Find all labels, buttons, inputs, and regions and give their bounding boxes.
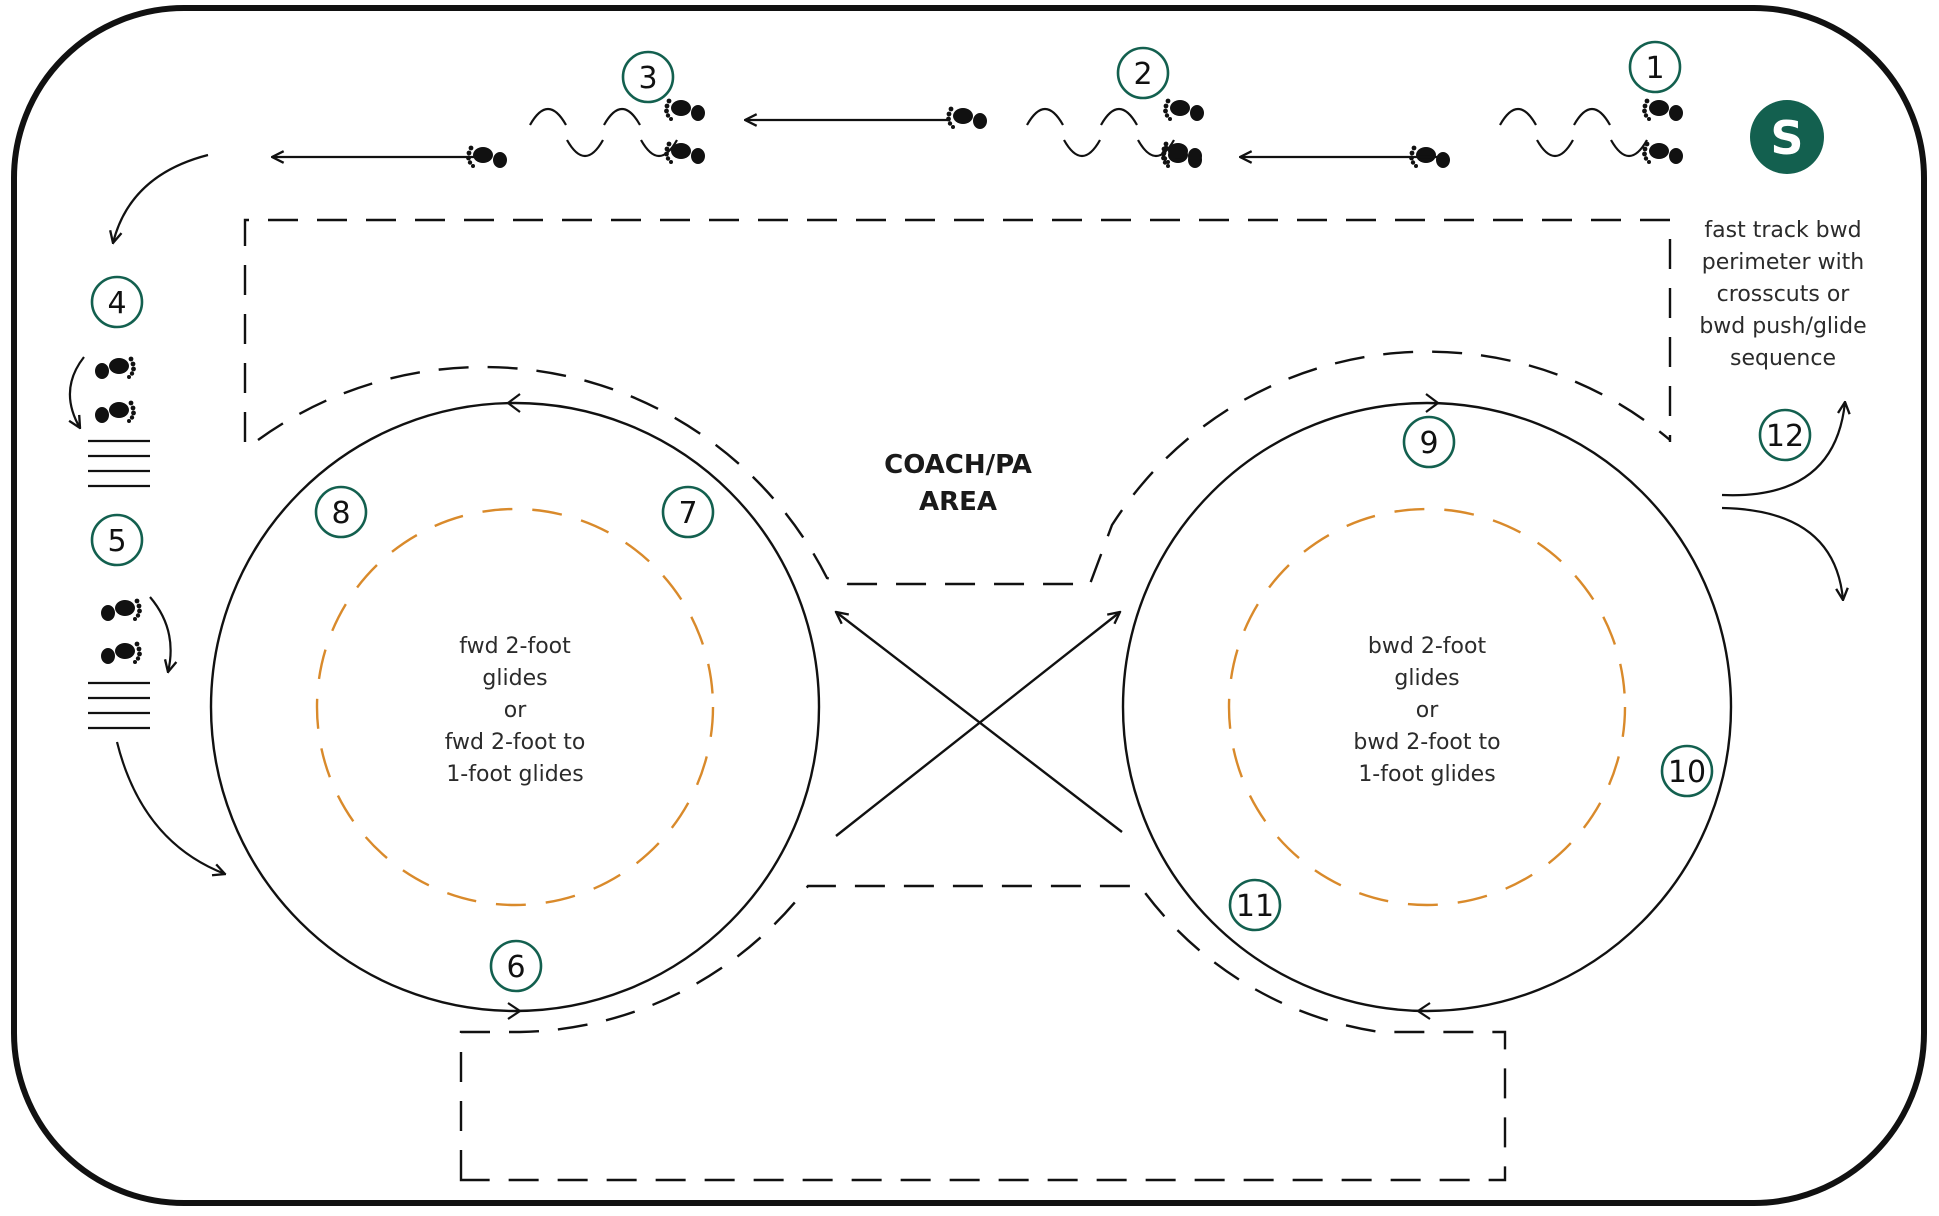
left-circle: [209, 401, 821, 1013]
svg-text:glides: glides: [1394, 666, 1459, 691]
station-badge: 6: [489, 939, 543, 993]
svg-text:10: 10: [1668, 755, 1706, 790]
footprints-icon: [95, 356, 142, 664]
ladder-icon: [88, 439, 150, 730]
svg-text:S: S: [1770, 111, 1803, 165]
crossing-lines: [836, 612, 1123, 837]
svg-text:5: 5: [107, 524, 126, 559]
svg-text:sequence: sequence: [1730, 346, 1836, 371]
station-badge: 7: [661, 485, 715, 539]
direction-chevrons: [506, 393, 1440, 1020]
station-badge: 8: [314, 485, 368, 539]
svg-text:4: 4: [107, 286, 126, 321]
wave-marks: [529, 107, 1648, 158]
station-badge: 9: [1402, 415, 1456, 469]
svg-text:bwd 2-foot to: bwd 2-foot to: [1353, 730, 1500, 755]
start-badge: S: [1750, 100, 1824, 174]
svg-text:bwd push/glide: bwd push/glide: [1699, 314, 1866, 339]
station-badge: 5: [90, 513, 144, 567]
station-badge: 1: [1628, 40, 1682, 94]
svg-text:bwd 2-foot: bwd 2-foot: [1368, 634, 1487, 659]
right-inner-circle: [1227, 507, 1627, 907]
svg-text:1: 1: [1645, 51, 1664, 86]
svg-text:glides: glides: [482, 666, 547, 691]
right-circle: [1121, 401, 1733, 1013]
svg-text:12: 12: [1766, 419, 1804, 454]
station-badge: 4: [90, 275, 144, 329]
path-arrows: [70, 120, 1845, 874]
station-badges: 1 2 3 4 5 6 7 8 9 10 11 12: [90, 40, 1812, 993]
svg-text:crosscuts or: crosscuts or: [1717, 282, 1851, 307]
svg-text:11: 11: [1236, 889, 1274, 924]
svg-text:fast track bwd: fast track bwd: [1704, 218, 1861, 243]
svg-text:or: or: [1416, 698, 1439, 723]
svg-text:2: 2: [1133, 57, 1152, 92]
svg-text:1-foot glides: 1-foot glides: [1358, 762, 1495, 787]
svg-text:8: 8: [331, 496, 350, 531]
station-badge: 2: [1116, 46, 1170, 100]
svg-text:1-foot glides: 1-foot glides: [446, 762, 583, 787]
rink-boundary: [11, 5, 1927, 1206]
right-circle-text: bwd 2-foot glides or bwd 2-foot to 1-foo…: [1353, 634, 1500, 787]
dashed-lanes: [243, 218, 1672, 1182]
station-badge: 12: [1758, 408, 1812, 462]
left-inner-circle: [315, 507, 715, 907]
svg-text:or: or: [504, 698, 527, 723]
svg-text:6: 6: [506, 950, 525, 985]
svg-text:3: 3: [638, 61, 657, 96]
station-badge: 3: [621, 50, 675, 104]
coach-area-label: AREA: [919, 487, 997, 517]
svg-text:fwd 2-foot to: fwd 2-foot to: [445, 730, 586, 755]
left-circle-text: fwd 2-foot glides or fwd 2-foot to 1-foo…: [445, 634, 586, 787]
station-badge: 10: [1660, 744, 1714, 798]
svg-text:9: 9: [1419, 426, 1438, 461]
svg-text:perimeter with: perimeter with: [1702, 250, 1865, 275]
svg-text:fwd 2-foot: fwd 2-foot: [459, 634, 571, 659]
station-badge: 11: [1228, 878, 1282, 932]
perimeter-note: fast track bwd perimeter with crosscuts …: [1699, 218, 1866, 371]
coach-area-label: COACH/PA: [884, 450, 1032, 480]
footprints-icon: [466, 98, 1683, 168]
svg-text:7: 7: [678, 496, 697, 531]
